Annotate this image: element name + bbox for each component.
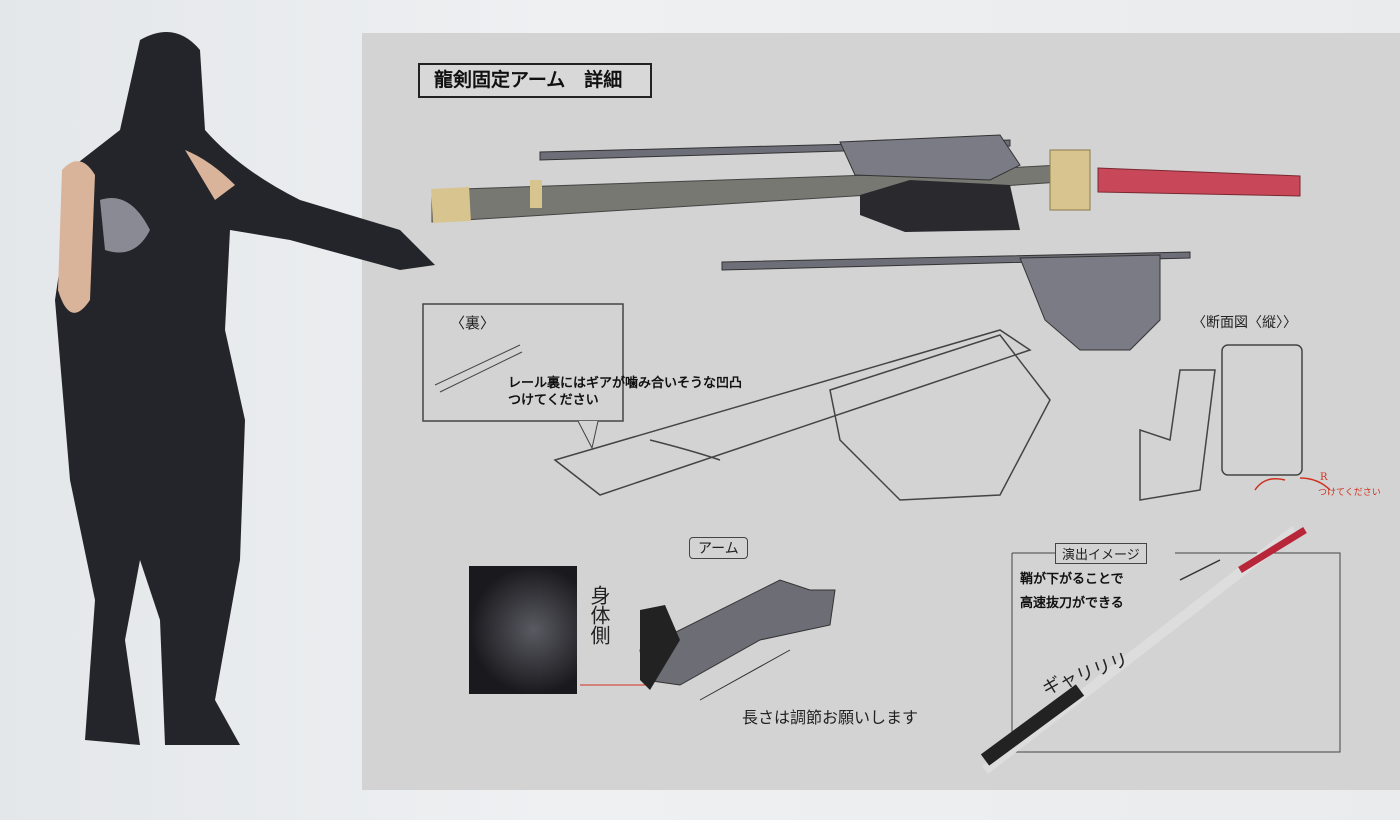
page-title: 龍剣固定アーム 詳細 [418, 63, 652, 98]
effect-label: 演出イメージ [1055, 543, 1147, 564]
back-note-line1: レール裏にはギアが噛み合いそうな凹凸 [508, 376, 743, 391]
reference-photo-inset [469, 566, 577, 694]
effect-image-box [980, 526, 1341, 774]
section-r-note: R [1320, 472, 1328, 483]
arm-length-note: 長さは調節お願いします [742, 708, 919, 727]
ninja-character-figure [55, 32, 435, 745]
rail-side-view [721, 251, 1191, 351]
katana-with-scabbard [431, 134, 1301, 232]
section-view-sketch [1139, 344, 1331, 501]
arm-part-drawing [580, 579, 836, 701]
back-label: 〈裏〉 [450, 314, 496, 332]
rail-mechanism-sketch [553, 329, 1051, 501]
effect-line2: 高速抜刀ができる [1020, 596, 1124, 611]
arm-label: アーム [689, 537, 748, 559]
body-side-label: 身体側 [587, 585, 611, 645]
effect-line1: 鞘が下がることで [1020, 572, 1124, 587]
section-note: つけてください [1318, 488, 1381, 498]
rail-back-callout [422, 303, 624, 450]
section-view-label: 〈断面図〈縦〉〉 [1192, 315, 1297, 331]
back-note-line2: つけてください [508, 393, 599, 408]
